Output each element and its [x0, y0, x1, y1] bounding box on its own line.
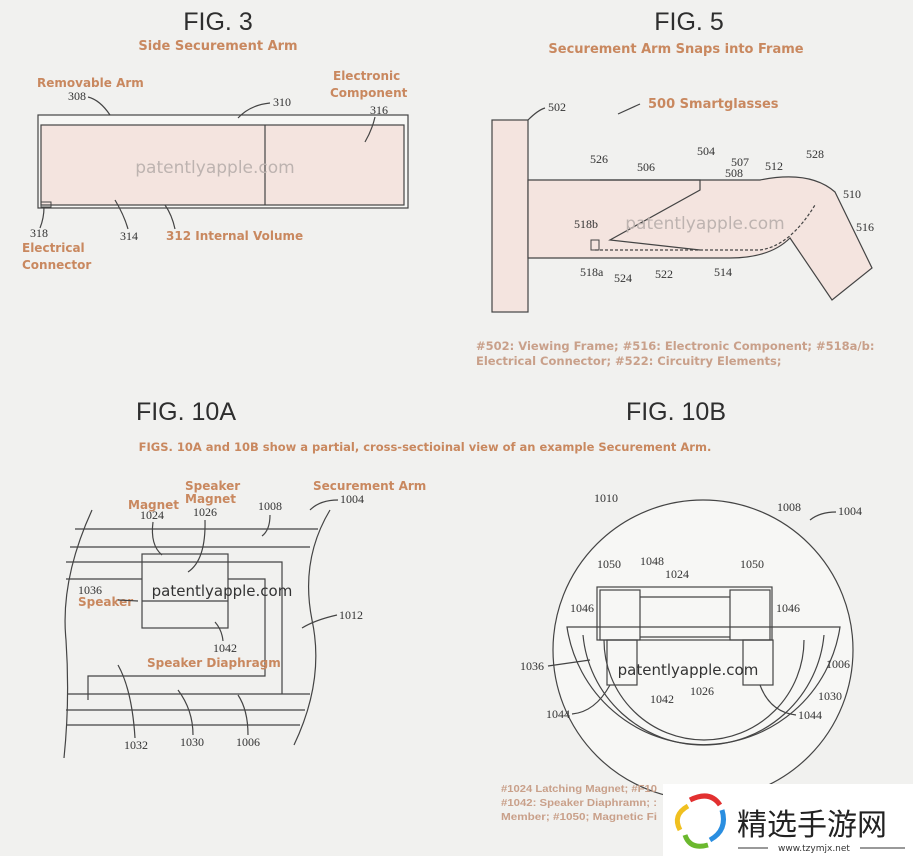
fig10b: FIG. 10B patentlyapple.com 1010 1008 100… — [501, 398, 862, 823]
ref-1048: 1048 — [640, 554, 664, 568]
ref-1008: 1008 — [258, 499, 282, 513]
fig10b-title: FIG. 10B — [626, 398, 726, 426]
fig5-subtitle: Securement Arm Snaps into Frame — [548, 42, 803, 57]
label-removable-arm: Removable Arm — [37, 76, 144, 90]
watermark: patentlyapple.com — [152, 582, 293, 600]
site-url: www.tzymjx.net — [778, 844, 850, 854]
site-watermark-overlay: 精选手游网 www.tzymjx.net — [663, 784, 913, 856]
ref-308: 308 — [68, 89, 86, 103]
label-electronic: Electronic — [333, 69, 400, 83]
ref-1004: 1004 — [838, 504, 862, 518]
label-speaker-diaphragm: Speaker Diaphragm — [147, 656, 281, 670]
ref-316: 316 — [370, 103, 388, 117]
ref-1006: 1006 — [236, 735, 260, 749]
ref-518b: 518b — [574, 217, 598, 231]
ref-318: 318 — [30, 226, 48, 240]
ref-500-smartglasses: 500 Smartglasses — [648, 97, 779, 112]
label-electrical: Electrical — [22, 241, 85, 255]
fig10b-caption-line3: Member; #1050; Magnetic Fi — [501, 812, 657, 823]
ref-514: 514 — [714, 265, 732, 279]
ref-1004: 1004 — [340, 492, 364, 506]
label-connector: Connector — [22, 258, 91, 272]
ref-507: 507 — [731, 155, 749, 169]
ref-516: 516 — [856, 220, 874, 234]
internal-volume — [40, 124, 405, 206]
label-component: Component — [330, 86, 408, 100]
connector-shape — [40, 201, 52, 208]
ref-526: 526 — [590, 152, 608, 166]
fig5-title: FIG. 5 — [654, 8, 723, 36]
cross-section-circle — [552, 499, 854, 801]
ref-1030: 1030 — [180, 735, 204, 749]
fig5: FIG. 5 Securement Arm Snaps into Frame p… — [476, 8, 874, 368]
ref-1032: 1032 — [124, 738, 148, 752]
viewing-frame — [491, 119, 529, 313]
ref-1030: 1030 — [818, 689, 842, 703]
site-brand: 精选手游网 — [737, 808, 887, 843]
ref-1026: 1026 — [690, 684, 714, 698]
ref-1036: 1036 — [520, 659, 544, 673]
ref-510: 510 — [843, 187, 861, 201]
label-speaker-magnet-2: Magnet — [185, 492, 236, 506]
site-logo-icon — [674, 793, 726, 849]
fig10a: FIG. 10A FIGS. 10A and 10B show a partia… — [63, 398, 712, 759]
label-speaker: Speaker — [78, 595, 133, 609]
ref-1010: 1010 — [594, 491, 618, 505]
ref-314: 314 — [120, 229, 138, 243]
ref-1046-right: 1046 — [776, 601, 800, 615]
ref-1026: 1026 — [193, 505, 217, 519]
ref-518a: 518a — [580, 265, 604, 279]
ref-1024: 1024 — [140, 508, 164, 522]
ref-508: 508 — [725, 166, 743, 180]
label-securement-arm: Securement Arm — [313, 479, 426, 493]
ref-1044-right: 1044 — [798, 708, 822, 722]
label-speaker-magnet-1: Speaker — [185, 479, 240, 493]
fig10a-title: FIG. 10A — [136, 398, 236, 426]
ref-1024: 1024 — [665, 567, 689, 581]
fig5-caption-line2: Electrical Connector; #522: Circuitry El… — [476, 354, 781, 368]
ref-1044-left: 1044 — [546, 707, 570, 721]
ref-1008: 1008 — [777, 500, 801, 514]
fig5-caption-line1: #502: Viewing Frame; #516: Electronic Co… — [476, 339, 874, 353]
ref-504: 504 — [697, 144, 715, 158]
securement-arm — [527, 176, 873, 301]
figs-caption: FIGS. 10A and 10B show a partial, cross-… — [139, 440, 712, 454]
ref-506: 506 — [637, 160, 655, 174]
ref-312-internal-volume: 312 Internal Volume — [166, 229, 303, 243]
watermark: patentlyapple.com — [618, 661, 759, 679]
watermark: patentlyapple.com — [625, 214, 784, 234]
ref-524: 524 — [614, 271, 632, 285]
ref-502: 502 — [548, 100, 566, 114]
ref-1046-left: 1046 — [570, 601, 594, 615]
ref-1042: 1042 — [650, 692, 674, 706]
fig3-subtitle: Side Securement Arm — [138, 39, 297, 54]
ref-1050-right: 1050 — [740, 557, 764, 571]
ref-1036: 1036 — [78, 583, 102, 597]
ref-528: 528 — [806, 147, 824, 161]
watermark: patentlyapple.com — [135, 158, 294, 178]
ref-1012: 1012 — [339, 608, 363, 622]
ref-522: 522 — [655, 267, 673, 281]
ref-512: 512 — [765, 159, 783, 173]
fig3-title: FIG. 3 — [183, 8, 252, 36]
label-magnet: Magnet — [128, 498, 179, 512]
ref-1042: 1042 — [213, 641, 237, 655]
ref-1006: 1006 — [826, 657, 850, 671]
ref-1050-left: 1050 — [597, 557, 621, 571]
fig10b-caption-line1: #1024 Latching Magnet; #F10 — [501, 784, 657, 795]
fig3: FIG. 3 Side Securement Arm patentlyapple… — [22, 8, 409, 272]
ref-310: 310 — [273, 95, 291, 109]
fig10b-caption-line2: #1042: Speaker Diaphramn; : — [501, 798, 657, 809]
